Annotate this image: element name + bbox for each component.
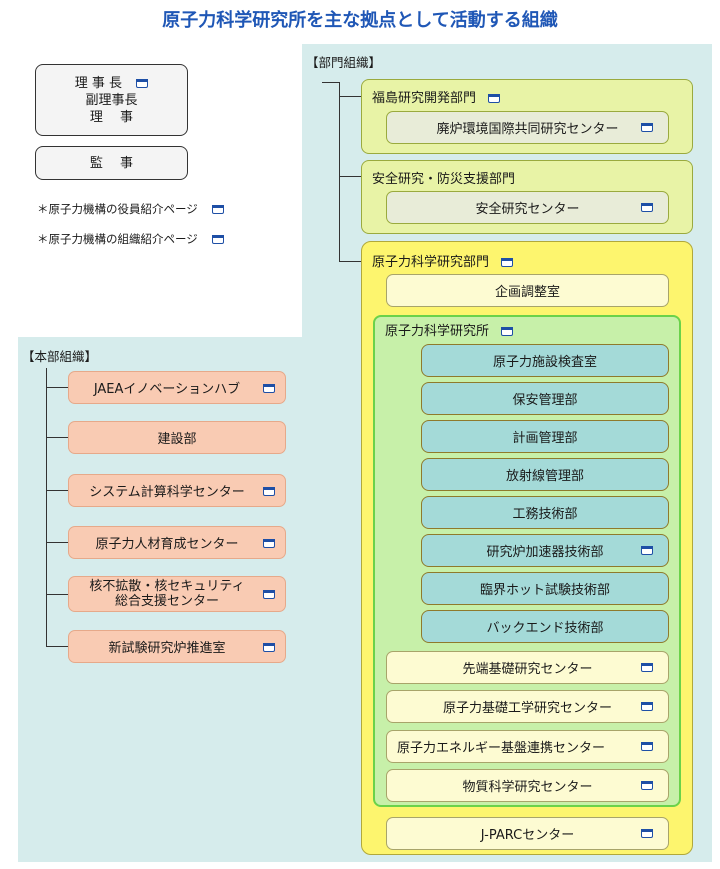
window-icon[interactable] [263, 590, 275, 599]
hq-item-label: 核不拡散・核セキュリティ [89, 579, 245, 594]
dept-tree-branch [339, 176, 361, 177]
page-title: 原子力科学研究所を主な拠点として活動する組織 [162, 10, 558, 31]
institute-title[interactable]: 原子力科学研究所 [385, 320, 514, 339]
executives-link-label: ＊原子力機構の役員紹介ページ [37, 202, 198, 216]
dept-tree-branch [339, 96, 361, 97]
vice-chairman-label: 副理事長 [85, 92, 138, 108]
window-icon[interactable] [641, 546, 653, 555]
headquarters-section-label: 【本部組織】 [22, 349, 98, 364]
chairman-label: 理 事 長 [74, 75, 123, 91]
jparc-center[interactable]: J-PARCセンター [386, 817, 669, 850]
nuclear-engineering-center[interactable]: 原子力基礎工学研究センター [386, 690, 669, 723]
unit-label: 工務技術部 [512, 507, 578, 522]
unit-label: 原子力施設検査室 [492, 355, 597, 370]
hq-tree-branch [46, 594, 68, 595]
unit-label: 研究炉加速器技術部 [486, 545, 604, 560]
dept-tree-top [322, 82, 340, 83]
window-icon[interactable] [501, 327, 514, 336]
advanced-science-center[interactable]: 先端基礎研究センター [386, 651, 669, 684]
window-icon[interactable] [263, 384, 275, 393]
hq-tree-trunk [46, 368, 47, 646]
window-icon[interactable] [263, 487, 275, 496]
center-label: 原子力エネルギー基盤連携センター [397, 741, 606, 756]
window-icon[interactable] [641, 742, 653, 751]
unit-label: 臨界ホット試験技術部 [479, 583, 610, 598]
auditor-label: 監 事 [89, 155, 134, 171]
decommissioning-center-label: 廃炉環境国際共同研究センター [436, 122, 619, 137]
safety-research-center[interactable]: 安全研究センター [386, 191, 669, 224]
director-label: 理 事 [89, 109, 134, 125]
hq-item-label: 総合支援センター [114, 594, 219, 609]
unit-label: バックエンド技術部 [486, 621, 604, 636]
hq-tree-branch [46, 542, 68, 543]
window-icon[interactable] [263, 643, 275, 652]
reactor-accelerator-dept[interactable]: 研究炉加速器技術部 [421, 534, 669, 567]
hq-item-label: 建設部 [157, 432, 197, 447]
window-icon[interactable] [501, 258, 514, 267]
window-icon[interactable] [641, 203, 653, 212]
window-icon[interactable] [263, 539, 275, 548]
human-resource-center[interactable]: 原子力人材育成センター [68, 526, 286, 559]
dept-tree-branch [339, 261, 361, 262]
organization-link-label: ＊原子力機構の組織紹介ページ [37, 232, 198, 246]
window-icon[interactable] [641, 123, 653, 132]
hq-item-label: システム計算科学センター [89, 485, 245, 500]
nonproliferation-security-center[interactable]: 核不拡散・核セキュリティ 総合支援センター [68, 576, 286, 612]
materials-science-center[interactable]: 物質科学研究センター [386, 769, 669, 802]
hq-item-label: JAEAイノベーションハブ [93, 382, 241, 397]
backend-technology-dept[interactable]: バックエンド技術部 [421, 610, 669, 643]
executives-link[interactable]: ＊原子力機構の役員紹介ページ [37, 200, 287, 218]
engineering-services-dept[interactable]: 工務技術部 [421, 496, 669, 529]
nuclear-energy-collaboration-center[interactable]: 原子力エネルギー基盤連携センター [386, 730, 669, 763]
safety-management-dept[interactable]: 保安管理部 [421, 382, 669, 415]
auditor-box: 監 事 [35, 146, 188, 180]
fukushima-department-title[interactable]: 福島研究開発部門 [372, 87, 501, 106]
unit-label: 放射線管理部 [505, 469, 584, 484]
computational-science-center[interactable]: システム計算科学センター [68, 474, 286, 507]
executives-box[interactable]: 理 事 長 副理事長 理 事 [35, 64, 188, 136]
institute-label: 原子力科学研究所 [385, 324, 490, 339]
planning-management-dept[interactable]: 計画管理部 [421, 420, 669, 453]
decommissioning-center[interactable]: 廃炉環境国際共同研究センター [386, 111, 669, 144]
planning-office-label: 企画調整室 [494, 285, 560, 300]
center-label: 物質科学研究センター [462, 780, 593, 795]
nuclear-science-department-title[interactable]: 原子力科学研究部門 [372, 251, 514, 270]
innovation-hub[interactable]: JAEAイノベーションハブ [68, 371, 286, 404]
safety-research-center-label: 安全研究センター [475, 202, 580, 217]
window-icon[interactable] [641, 829, 653, 838]
hq-tree-branch [46, 646, 68, 647]
center-label: 先端基礎研究センター [462, 662, 593, 677]
radiation-management-dept[interactable]: 放射線管理部 [421, 458, 669, 491]
nuclear-science-department-label: 原子力科学研究部門 [372, 255, 490, 270]
window-icon[interactable] [211, 204, 224, 214]
fukushima-department-label: 福島研究開発部門 [372, 91, 477, 106]
department-section-label: 【部門組織】 [306, 55, 382, 70]
jparc-label: J-PARCセンター [480, 828, 575, 843]
construction-department[interactable]: 建設部 [68, 421, 286, 454]
window-icon[interactable] [641, 663, 653, 672]
critical-hot-testing-dept[interactable]: 臨界ホット試験技術部 [421, 572, 669, 605]
dept-tree-trunk [339, 82, 340, 262]
window-icon[interactable] [136, 78, 149, 88]
window-icon[interactable] [641, 781, 653, 790]
center-label: 原子力基礎工学研究センター [442, 701, 612, 716]
unit-label: 保安管理部 [512, 393, 578, 408]
facility-inspection-office[interactable]: 原子力施設検査室 [421, 344, 669, 377]
hq-tree-branch [46, 437, 68, 438]
hq-tree-branch [46, 387, 68, 388]
window-icon[interactable] [211, 234, 224, 244]
unit-label: 計画管理部 [512, 431, 578, 446]
new-research-reactor-office[interactable]: 新試験研究炉推進室 [68, 630, 286, 663]
window-icon[interactable] [488, 94, 501, 103]
hq-tree-branch [46, 490, 68, 491]
organization-link[interactable]: ＊原子力機構の組織紹介ページ [37, 230, 287, 248]
window-icon[interactable] [641, 702, 653, 711]
safety-department-title: 安全研究・防災支援部門 [372, 172, 516, 187]
hq-item-label: 新試験研究炉推進室 [108, 641, 226, 656]
hq-item-label: 原子力人材育成センター [95, 537, 239, 552]
planning-office[interactable]: 企画調整室 [386, 274, 669, 307]
